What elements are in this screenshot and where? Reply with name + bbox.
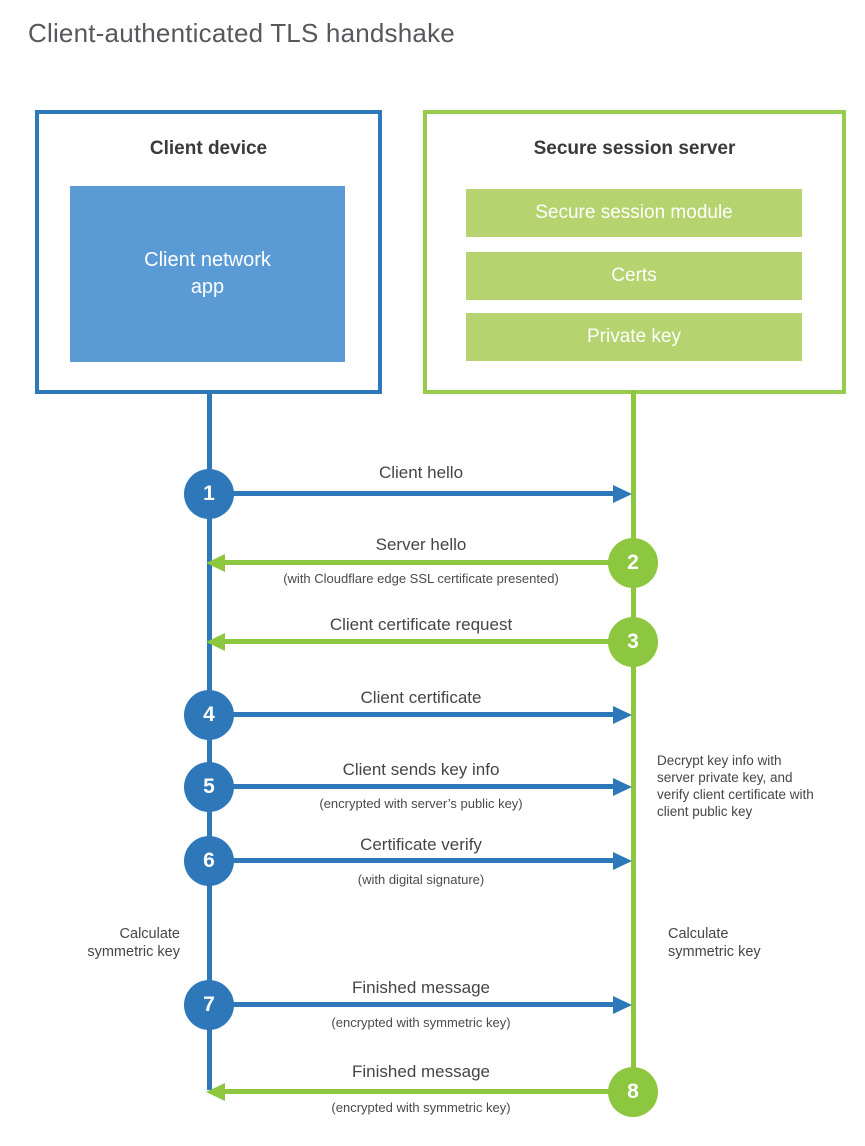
step-2-sublabel: (with Cloudflare edge SSL certificate pr… — [283, 571, 559, 586]
step-7-badge: 7 — [184, 980, 234, 1030]
step-8-arrow-line — [224, 1089, 633, 1094]
server-module-certs: Certs — [466, 252, 802, 300]
arrowhead-right-icon — [613, 996, 632, 1014]
step-2-badge: 2 — [608, 538, 658, 588]
step-8-badge: 8 — [608, 1067, 658, 1117]
arrowhead-left-icon — [206, 633, 225, 651]
step-6-arrow-line — [209, 858, 616, 863]
arrowhead-right-icon — [613, 485, 632, 503]
note-decrypt-key-info: Decrypt key info with server private key… — [657, 753, 814, 819]
arrowhead-left-icon — [206, 1083, 225, 1101]
arrowhead-right-icon — [613, 778, 632, 796]
step-6-label: Certificate verify — [360, 835, 482, 854]
step-3-badge: 3 — [608, 617, 658, 667]
page-title: Client-authenticated TLS handshake — [28, 18, 455, 48]
step-1-arrow-line — [209, 491, 616, 496]
client-device-title: Client device — [149, 138, 268, 159]
step-1-badge: 1 — [184, 469, 234, 519]
step-6-sublabel: (with digital signature) — [357, 872, 485, 887]
step-2-label: Server hello — [375, 535, 467, 554]
arrowhead-left-icon — [206, 554, 225, 572]
server-module-private-key: Private key — [466, 313, 802, 361]
step-8-label: Finished message — [352, 1062, 490, 1081]
step-5-sublabel: (encrypted with server’s public key) — [319, 796, 523, 811]
step-4-label: Client certificate — [360, 688, 482, 707]
note-calculate-symmetric-key-server: Calculate symmetric key — [668, 926, 761, 960]
step-7-sublabel: (encrypted with symmetric key) — [331, 1015, 511, 1030]
server-lifeline — [631, 390, 636, 1092]
step-2-arrow-line — [224, 560, 633, 565]
client-lifeline — [207, 390, 212, 1090]
step-1-label: Client hello — [378, 463, 464, 482]
secure-session-server-title: Secure session server — [533, 138, 736, 159]
server-module-secure-session: Secure session module — [466, 189, 802, 237]
step-4-arrow-line — [209, 712, 616, 717]
arrowhead-right-icon — [613, 706, 632, 724]
step-7-label: Finished message — [352, 978, 490, 997]
step-7-arrow-line — [209, 1002, 616, 1007]
step-5-arrow-line — [209, 784, 616, 789]
step-3-arrow-line — [224, 639, 633, 644]
step-6-badge: 6 — [184, 836, 234, 886]
step-5-badge: 5 — [184, 762, 234, 812]
arrowhead-right-icon — [613, 852, 632, 870]
step-5-label: Client sends key info — [342, 760, 500, 779]
client-network-app-box: Client network app — [70, 186, 345, 362]
step-4-badge: 4 — [184, 690, 234, 740]
note-calculate-symmetric-key-client: Calculate symmetric key — [87, 926, 180, 960]
step-3-label: Client certificate request — [329, 615, 513, 634]
step-8-sublabel: (encrypted with symmetric key) — [331, 1100, 511, 1115]
